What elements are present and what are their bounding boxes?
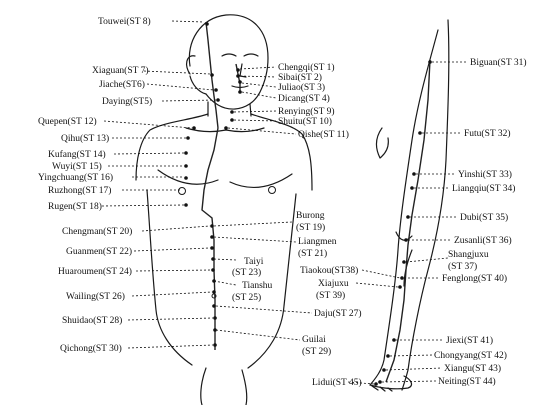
label-guilai-code: (ST 29) [302,346,331,357]
label-chengqi: Chengqi(ST 1) [278,62,335,73]
label-jiache: Jiache(ST6) [99,79,145,90]
label-chongyang: Chongyang(ST 42) [434,350,507,361]
label-jiexi: Jiexi(ST 41) [446,335,493,346]
label-xiangu: Xiangu(ST 43) [444,363,501,374]
label-qishe: Qishe(ST 11) [298,129,349,140]
label-xiajuxu-code: (ST 39) [316,290,345,301]
label-quepen: Quepen(ST 12) [38,116,97,127]
label-qichong: Qichong(ST 30) [60,343,122,354]
label-wuyi: Wuyi(ST 15) [52,161,102,172]
label-daju: Daju(ST 27) [314,308,362,319]
label-guanmen: Guanmen(ST 22) [66,246,132,257]
label-tianshu: Tianshu [242,281,273,291]
label-guilai: Guilai [302,335,326,345]
label-shuidao: Shuidao(ST 28) [62,315,122,326]
label-dicang: Dicang(ST 4) [278,93,330,104]
label-xiaguan: Xiaguan(ST 7) [92,65,149,76]
label-zusanli: Zusanli(ST 36) [454,235,512,246]
label-neiting: Neiting(ST 44) [438,376,496,387]
label-wailing: Wailing(ST 26) [66,291,125,302]
label-futu: Futu(ST 32) [464,128,511,139]
label-fenglong: Fenglong(ST 40) [442,273,507,284]
label-shangjuxu: Shangjuxu [448,250,489,260]
label-shuitu: Shuitu(ST 10) [278,116,332,127]
label-touwei: Touwei(ST 8) [98,16,151,27]
label-chengman: Chengman(ST 20) [62,226,132,237]
label-sibai: Sibai(ST 2) [278,72,322,83]
label-huaroumen: Huaroumen(ST 24) [58,266,132,277]
label-taiyi: Taiyi [244,257,264,267]
label-ruzhong: Ruzhong(ST 17) [48,185,111,196]
label-yinshi: Yinshi(ST 33) [458,169,512,180]
label-rugen: Rugen(ST 18) [48,201,102,212]
label-daying: Daying(ST5) [102,96,152,107]
label-liangmen: Liangmen [298,237,337,247]
label-biguan: Biguan(ST 31) [470,57,527,68]
label-taiyi-code: (ST 23) [232,267,261,278]
label-liangmen-code: (ST 21) [298,248,327,259]
label-qihu: Qihu(ST 13) [61,133,109,144]
label-tianshu-code: (ST 25) [232,292,261,303]
label-xiajuxu: Xiajuxu [318,279,349,289]
label-burong: Burong [296,211,325,221]
label-shangjuxu-code: (ST 37) [448,261,477,272]
label-juliao: Juliao(ST 3) [278,82,325,93]
label-tiaokou: Tiaokou(ST38) [300,265,358,276]
label-dubi: Dubi(ST 35) [460,212,508,223]
label-yingchuang: Yingchuang(ST 16) [38,172,113,183]
label-lidui: Lidui(ST 45) [312,377,362,388]
label-liangqiu: Liangqiu(ST 34) [452,183,515,194]
label-burong-code: (ST 19) [296,222,325,233]
label-renying: Renying(ST 9) [278,106,335,117]
label-kufang: Kufang(ST 14) [48,149,106,160]
